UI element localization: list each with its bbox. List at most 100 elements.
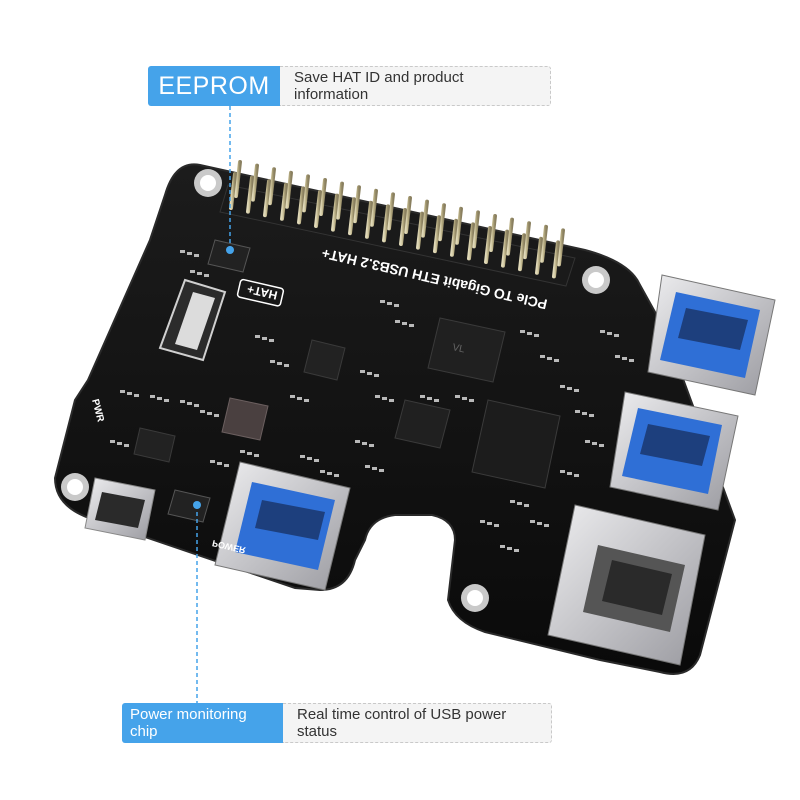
smd-component [327, 472, 332, 475]
smd-component [514, 549, 519, 552]
smd-component [524, 504, 529, 507]
smd-component [560, 385, 565, 388]
eeprom-callout-label: EEPROM [148, 66, 280, 106]
smd-component [127, 392, 132, 395]
smd-component [355, 440, 360, 443]
smd-component [409, 324, 414, 327]
gpio-pin [336, 181, 344, 220]
smd-component [374, 374, 379, 377]
gpio-pin [229, 172, 237, 210]
smd-component [365, 465, 370, 468]
usb-a-port [609, 391, 739, 511]
smd-component [582, 412, 587, 415]
smd-component [375, 395, 380, 398]
smd-component [270, 360, 275, 363]
gpio-pin [416, 211, 424, 250]
smd-component [469, 399, 474, 402]
gpio-pin [353, 185, 361, 224]
mounting-hole [194, 169, 222, 197]
ethernet-chip [394, 399, 451, 449]
smd-component [599, 444, 604, 447]
gpio-pin [404, 196, 412, 234]
gpio-pin [234, 160, 242, 198]
power-monitor-chip [167, 489, 211, 523]
smd-component [197, 272, 202, 275]
smd-component [210, 460, 215, 463]
smd-component [290, 395, 295, 398]
smd-component [300, 455, 305, 458]
smd-component [369, 444, 374, 447]
smd-component [200, 410, 205, 413]
gpio-header [219, 160, 576, 287]
smd-component [110, 440, 115, 443]
smd-component [277, 362, 282, 365]
smd-component [387, 302, 392, 305]
gpio-pin [348, 197, 356, 236]
gpio-pin [297, 186, 305, 225]
gpio-pin [523, 221, 531, 260]
smd-component [534, 334, 539, 337]
usb-a-port [647, 274, 776, 396]
smd-component [367, 372, 372, 375]
gpio-pin [399, 208, 407, 246]
eeprom-callout: EEPROM Save HAT ID and product informati… [148, 66, 551, 106]
smd-component [240, 450, 245, 453]
usb-a-port [214, 461, 351, 591]
gpio-pin [455, 206, 463, 245]
smd-component [157, 397, 162, 400]
smd-component [537, 522, 542, 525]
smd-component [520, 330, 525, 333]
smd-component [284, 364, 289, 367]
gpio-pin [421, 199, 429, 238]
smd-component [124, 444, 129, 447]
smd-component [307, 457, 312, 460]
usb-label: USB [350, 581, 371, 595]
gpio-pin [518, 233, 526, 272]
gpio-pin [280, 182, 288, 221]
usb-c-port [84, 477, 156, 541]
smd-component [547, 357, 552, 360]
smd-component [615, 355, 620, 358]
smd-component [394, 304, 399, 307]
gpio-pin [438, 203, 446, 242]
smd-component [585, 440, 590, 443]
smd-component [207, 412, 212, 415]
smd-component [247, 452, 252, 455]
smd-component [500, 545, 505, 548]
gpio-pin [472, 210, 480, 249]
smd-component [560, 470, 565, 473]
smd-component [134, 394, 139, 397]
smd-component [379, 469, 384, 472]
smd-component [622, 357, 627, 360]
smd-component [304, 399, 309, 402]
mounting-hole [582, 266, 610, 294]
smd-component [334, 474, 339, 477]
smd-component [614, 334, 619, 337]
smd-component [494, 524, 499, 527]
smd-component [217, 462, 222, 465]
smd-component [204, 274, 209, 277]
smd-component [455, 395, 460, 398]
smd-component [462, 397, 467, 400]
smd-component [269, 339, 274, 342]
smd-component [540, 355, 545, 358]
smd-component [589, 414, 594, 417]
smd-component [395, 320, 400, 323]
gpio-pin [268, 167, 276, 206]
gpio-pin [501, 229, 509, 268]
pcie-switch-chip: VL [427, 317, 506, 383]
gpio-pin [467, 222, 475, 261]
smd-component [527, 332, 532, 335]
gpio-pin [314, 190, 322, 228]
smd-component [120, 390, 125, 393]
smd-component [187, 402, 192, 405]
smd-component [607, 332, 612, 335]
power-callout-label: Power monitoring chip [122, 703, 283, 743]
smd-component [194, 404, 199, 407]
smd-component [544, 524, 549, 527]
mounting-hole [61, 473, 89, 501]
smd-component [402, 322, 407, 325]
svg-text:VL: VL [451, 342, 466, 355]
smd-component [224, 464, 229, 467]
gpio-pin [263, 179, 271, 218]
